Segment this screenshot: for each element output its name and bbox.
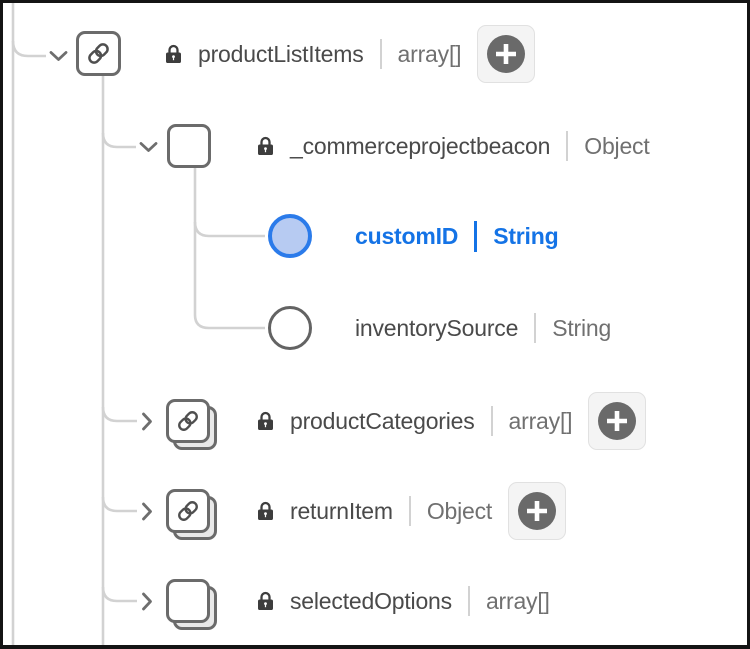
- tree-row: _commerceprojectbeacon Object: [257, 117, 650, 175]
- chevron-right-icon[interactable]: [141, 592, 153, 611]
- lock-icon: [258, 136, 273, 155]
- field-type-label: Object: [426, 497, 493, 524]
- tree-row: inventorySource String: [355, 299, 611, 357]
- divider: [490, 406, 493, 436]
- chevron-down-icon[interactable]: [139, 141, 158, 153]
- field-name-label[interactable]: _commerceprojectbeacon: [290, 132, 551, 159]
- field-name-label[interactable]: inventorySource: [355, 314, 519, 341]
- stack-front-card: [166, 489, 210, 533]
- lock-icon: [258, 591, 273, 610]
- stack-front-card: [166, 399, 210, 443]
- divider: [408, 496, 411, 526]
- plus-icon: [487, 35, 526, 73]
- stack-front-card: [166, 579, 210, 623]
- field-name-label[interactable]: customID: [355, 222, 459, 249]
- object-square-icon[interactable]: [167, 124, 211, 168]
- field-type-label: Object: [584, 132, 650, 159]
- lock-icon: [258, 501, 273, 520]
- field-node-circle-selected[interactable]: [268, 214, 312, 258]
- lock-icon: [258, 411, 273, 430]
- plus-icon: [598, 402, 637, 440]
- plus-icon: [518, 492, 557, 530]
- field-name-label[interactable]: productCategories: [290, 407, 475, 434]
- add-field-button[interactable]: [477, 25, 536, 83]
- divider: [566, 131, 569, 161]
- divider: [467, 586, 470, 616]
- link-square-stacked-icon[interactable]: [166, 399, 218, 451]
- tree-row: selectedOptions array[]: [257, 572, 550, 630]
- field-type-label: String: [552, 314, 612, 341]
- divider: [534, 313, 537, 343]
- link-square-stacked-icon[interactable]: [166, 489, 218, 541]
- square-stacked-icon[interactable]: [166, 579, 218, 631]
- chevron-right-icon[interactable]: [141, 412, 153, 431]
- field-type-label: array[]: [508, 407, 573, 434]
- field-type-label: array[]: [397, 40, 462, 67]
- tree-row: productCategories array[]: [257, 392, 647, 450]
- chevron-right-icon[interactable]: [141, 502, 153, 521]
- lock-icon: [166, 44, 181, 63]
- chain-link-glyph: [178, 501, 198, 521]
- field-name-label[interactable]: productListItems: [198, 40, 364, 67]
- add-field-button[interactable]: [508, 482, 567, 540]
- tree-row: returnItem Object: [257, 482, 567, 540]
- field-name-label[interactable]: returnItem: [290, 497, 393, 524]
- link-square-icon[interactable]: [76, 31, 121, 76]
- field-node-circle[interactable]: [268, 306, 312, 350]
- chevron-down-icon[interactable]: [49, 50, 68, 62]
- field-name-label[interactable]: selectedOptions: [290, 587, 452, 614]
- tree-row: customID String: [355, 207, 559, 265]
- field-type-label: array[]: [485, 587, 550, 614]
- chain-link-glyph: [88, 43, 109, 64]
- add-field-button[interactable]: [588, 392, 647, 450]
- field-type-label: String: [493, 222, 559, 249]
- divider: [474, 220, 478, 252]
- tree-row: productListItems array[]: [165, 25, 536, 83]
- chain-link-glyph: [178, 411, 198, 431]
- divider: [379, 39, 382, 69]
